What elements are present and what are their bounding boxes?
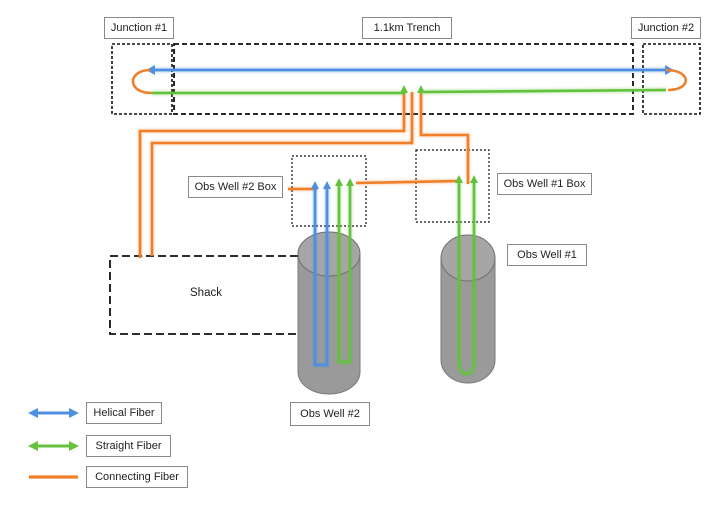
straight-fiber-paths <box>152 87 667 377</box>
legend-straight-label: Straight Fiber <box>86 435 171 457</box>
junction-1-loop <box>131 68 153 95</box>
helical-fiber-paths <box>146 65 674 368</box>
obs-well-2-label: Obs Well #2 <box>290 402 370 426</box>
junction-2-label: Junction #2 <box>631 17 701 39</box>
obs-well-1-box-outline <box>415 149 490 223</box>
obs-well-1-cylinder <box>440 234 496 384</box>
junction-2-loop <box>665 68 687 92</box>
obs-well-1-box-label: Obs Well #1 Box <box>497 173 592 195</box>
junction-2-box <box>642 43 701 115</box>
trench-label: 1.1km Trench <box>362 17 452 39</box>
fiber-junction-markers <box>311 85 478 189</box>
shack-label: Shack <box>190 287 222 299</box>
connecting-fiber-paths <box>138 92 470 258</box>
legend-connecting-label: Connecting Fiber <box>86 466 188 488</box>
junction-1-label: Junction #1 <box>104 17 174 39</box>
obs-well-1-label: Obs Well #1 <box>507 244 587 266</box>
legend-straight-icon <box>28 441 79 451</box>
legend-helical-label: Helical Fiber <box>86 402 162 424</box>
junction-1-box <box>111 43 173 115</box>
legend-helical-icon <box>28 408 79 418</box>
obs-well-2-box-label: Obs Well #2 Box <box>188 176 283 198</box>
